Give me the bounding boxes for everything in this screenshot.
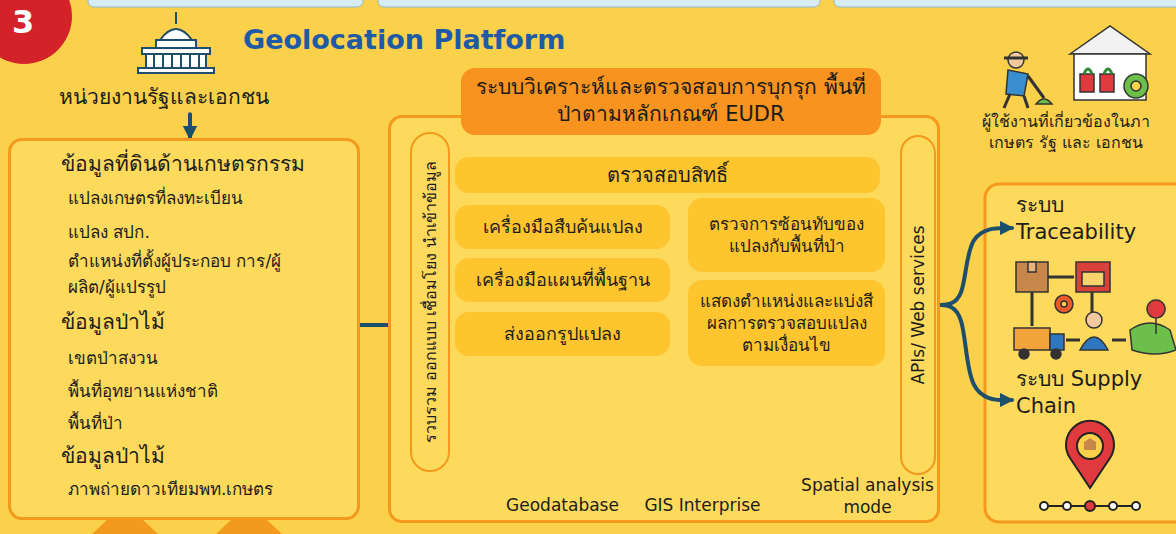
node-text: แปลงเกษตรที่ลงทะเบียน xyxy=(68,186,353,212)
function-box: ตรวจสอบสิทธิ์ xyxy=(455,157,880,193)
node-text: เขตป่าสงวน xyxy=(68,346,353,372)
node-text: ส่งออกรูปแปลง xyxy=(504,322,621,345)
node-text: ตรวจการซ้อนทับของ แปลงกับพื้นที่ป่า xyxy=(696,213,877,257)
function-box: ส่งออกรูปแปลง xyxy=(455,312,670,356)
node-text: ข้อมูลป่าไม้ xyxy=(61,441,346,473)
flow-arrow xyxy=(188,114,192,138)
gis-server-node: GIS Interprise xyxy=(640,388,765,518)
analysis-node: Spatial analysis mode xyxy=(795,378,940,520)
government-icon xyxy=(138,12,214,73)
location-pin-icon xyxy=(1040,421,1140,511)
node-text: แปลง สปก. xyxy=(68,220,353,246)
output-system: ระบบ Supply Chain xyxy=(1012,366,1172,421)
top-strip xyxy=(88,0,363,7)
node-text: รวบรวม ออกแบบ เชื่อมโยง นำเข้าข้อมูล xyxy=(418,161,443,443)
node-text: พื้นที่อุทยานแห่งชาติ xyxy=(68,379,353,405)
node-text: เครื่องมือสืบค้นแปลง xyxy=(483,215,643,238)
node-text: หน่วยงานรัฐและเอกชน xyxy=(59,84,335,111)
node-text: APIs/ Web services xyxy=(908,225,928,384)
function-box: เครื่องมือแผนที่พื้นฐาน xyxy=(455,258,670,302)
output-system: ระบบ Traceability xyxy=(1012,192,1167,247)
number-badge xyxy=(0,0,72,64)
callout-number: 3 xyxy=(12,2,52,44)
database-node: Geodatabase xyxy=(505,400,620,518)
node-text: ข้อมูลที่ดินด้านเกษตรกรรม xyxy=(61,149,346,181)
api-bar: APIs/ Web services xyxy=(900,135,936,475)
output-panel xyxy=(985,184,1176,522)
traceability-icon xyxy=(1014,262,1176,359)
node-text: ตำแหน่งที่ตั้งผู้ประกอบ การ/ผู้ผลิต/ผู้แ… xyxy=(68,249,303,300)
source-heading: หน่วยงานรัฐและเอกชน xyxy=(55,84,335,111)
user-icon xyxy=(1004,26,1150,108)
node-text: เครื่องมือแผนที่พื้นฐาน xyxy=(476,268,650,291)
top-strip xyxy=(834,0,1176,7)
top-strip xyxy=(378,0,820,7)
node-text: ตรวจสอบสิทธิ์ xyxy=(607,162,728,188)
node-text: ข้อมูลป่าไม้ xyxy=(61,307,346,339)
node-text: พื้นที่ป่า xyxy=(68,411,353,437)
data-source-panel: ข้อมูลที่ดินด้านเกษตรกรรมแปลงเกษตรที่ลงท… xyxy=(8,138,360,520)
function-box: เครื่องมือสืบค้นแปลง xyxy=(455,205,670,249)
node-text: แสดงตำแหน่งและแบ่งสี ผลการตรวจสอบแปลง ตา… xyxy=(696,290,877,356)
flow-arrow xyxy=(936,228,1012,305)
user-caption: ผู้ใช้งานที่เกี่ยวข้องในภา เกษตร รัฐ และ… xyxy=(958,112,1174,154)
system-panel: รวบรวม ออกแบบ เชื่อมโยง นำเข้าข้อมูล ตรวจ… xyxy=(388,115,940,523)
integration-bar: รวบรวม ออกแบบ เชื่อมโยง นำเข้าข้อมูล xyxy=(410,132,450,472)
node-text: Geodatabase xyxy=(506,494,619,516)
node-text: GIS Interprise xyxy=(644,494,760,516)
function-box: แสดงตำแหน่งและแบ่งสี ผลการตรวจสอบแปลง ตา… xyxy=(688,280,885,366)
node-text: ระบบ Supply Chain xyxy=(1016,366,1172,421)
diagram-title: Geolocation Platform xyxy=(243,24,565,55)
function-box: ตรวจการซ้อนทับของ แปลงกับพื้นที่ป่า xyxy=(688,198,885,272)
system-heading: ระบบวิเคราะห์และตรวจสอบการบุกรุก พื้นที่… xyxy=(461,68,881,135)
flow-arrow xyxy=(936,305,1012,400)
node-text: ระบบ Traceability xyxy=(1016,192,1167,247)
node-text: Spatial analysis mode xyxy=(795,474,940,518)
node-text: ภาพถ่ายดาวเทียมพท.เกษตร xyxy=(68,477,353,503)
